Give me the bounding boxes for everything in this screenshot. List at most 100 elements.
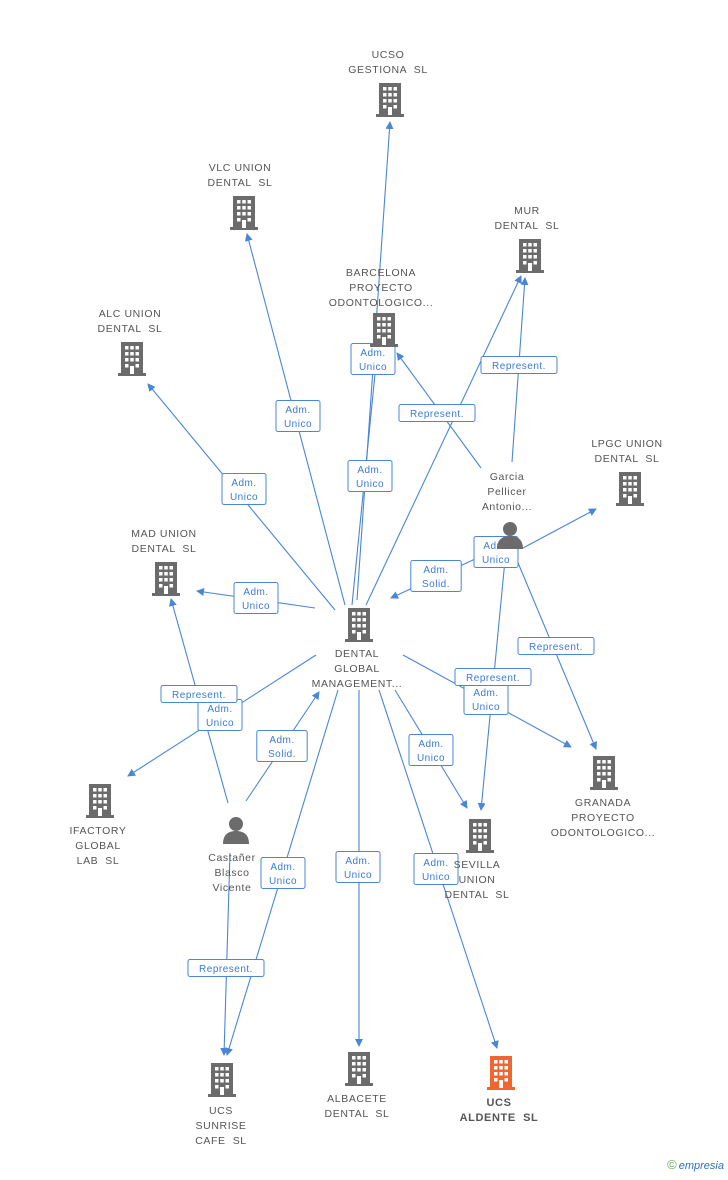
edge-label-garcia-to-mur: Represent. [480,356,558,374]
edge-label-text: Adm. [423,858,448,869]
edge-label-text: Adm. [345,856,370,867]
edge-castaner-to-ucs_sunrise [220,852,231,1056]
edge-label-text: Adm. [360,348,385,359]
node-label: UCS [209,1105,233,1117]
edge-garcia-to-lpgc [522,508,597,549]
edge-label-box [275,400,321,432]
edge-label-text: Represent. [466,673,520,684]
building-icon [590,756,618,790]
edge-label-text: Represent. [410,409,464,420]
building-icon [487,1056,515,1090]
node-vlc[interactable]: VLC UNION DENTAL SL [208,162,273,230]
edge-label-text: Unico [206,718,234,729]
node-ucso[interactable]: UCSO GESTIONA SL [348,49,428,117]
node-label: DENTAL SL [495,220,560,232]
node-label: UCS [486,1097,511,1109]
node-label: UNION [459,874,496,886]
edge-label-text: Adm. [473,688,498,699]
node-label: ALBACETE [327,1093,387,1105]
edge-label-text: Adm. [231,478,256,489]
edge-label-text: Represent. [492,361,546,372]
edge-label-dental-to-ucso: Adm.Unico [347,460,393,492]
node-label: DENTAL SL [595,453,660,465]
edge-label-box [410,560,462,592]
edge-label-text: Adm. [418,739,443,750]
edge-label-box [233,582,279,614]
edge-label-box [187,959,265,977]
node-label: ODONTOLOGICO... [329,297,433,309]
edge-label-castaner-to-dental: Adm.Solid. [256,730,308,762]
edge-label-box [398,404,476,422]
node-mur[interactable]: MUR DENTAL SL [495,205,560,273]
node-dental[interactable]: DENTALGLOBALMANAGEMENT... [312,608,403,690]
edge-label-text: Represent. [199,964,253,975]
edge-label-box [347,460,393,492]
node-label: DENTAL SL [445,889,510,901]
building-icon [118,342,146,376]
edge-label-garcia-to-granada: Represent. [517,637,595,655]
node-label: MANAGEMENT... [312,678,403,690]
node-label: VLC UNION [209,162,272,174]
node-label: MAD UNION [131,528,196,540]
empresia-watermark: ©empresia [667,1157,724,1172]
node-label: GRANADA [575,797,631,809]
building-icon [86,784,114,818]
node-label: IFACTORY [70,825,127,837]
edge-label-dental-to-sevilla: Adm. Unico [408,734,454,766]
building-icon [230,196,258,230]
edge-label-box [413,853,459,885]
node-label: DENTAL SL [132,543,197,555]
edge-label-text: Represent. [529,642,583,653]
node-label: Garcia [490,471,525,483]
edge-label-dental-to-mad: Adm.Unico [233,582,279,614]
node-label: UCSO [372,49,405,61]
edge-label-text: Unico [482,555,510,566]
edge-label-box [480,356,558,374]
node-label: MUR [514,205,540,217]
person-icon [497,522,523,549]
edge-label-castaner-to-ucs_sunrise: Represent. [187,959,265,977]
edge-label-dental-to-ucs_sunrise: Adm.Unico [260,857,306,889]
node-label: DENTAL SL [98,323,163,335]
node-granada[interactable]: GRANADAPROYECTOODONTOLOGICO... [551,756,655,839]
node-label: LPGC UNION [591,438,662,450]
edge-dental-to-mur [365,275,522,606]
edge-label-garcia-to-sevilla: Represent. [454,668,532,686]
edge-label-text: Adm. [483,541,508,552]
edge-label-box [335,851,381,883]
node-lpgc[interactable]: LPGC UNION DENTAL SL [591,438,662,506]
node-label: Vicente [212,882,251,894]
edge-label-text: Unico [417,753,445,764]
edge-label-box [256,730,308,762]
edge-label-dental-to-granada: Adm.Unico [463,683,509,715]
edge-label-text: Adm. [285,405,310,416]
building-icon [616,472,644,506]
building-icon [345,608,373,642]
node-garcia[interactable]: GarciaPellicerAntonio... [482,471,532,549]
edge-label-text: Unico [359,362,387,373]
edge-label-text: Unico [230,492,258,503]
edge-label-text: Adm. [423,565,448,576]
building-icon [208,1063,236,1097]
node-mad[interactable]: MAD UNION DENTAL SL [131,528,196,596]
node-label: GESTIONA SL [348,64,428,76]
node-barcelona[interactable]: BARCELONAPROYECTOODONTOLOGICO... [329,267,433,347]
edge-label-text: Solid. [422,579,450,590]
edge-label-dental-to-ifactory: Adm.Unico [197,699,243,731]
node-label: Pellicer [487,486,526,498]
edge-label-text: Unico [344,870,372,881]
edge-label-box [408,734,454,766]
edge-label-box [260,857,306,889]
edge-label-dental-to-vlc: Adm.Unico [275,400,321,432]
edge-label-text: Unico [422,872,450,883]
building-icon [152,562,180,596]
node-label: DENTAL SL [208,177,273,189]
node-label: SUNRISE [196,1120,247,1132]
